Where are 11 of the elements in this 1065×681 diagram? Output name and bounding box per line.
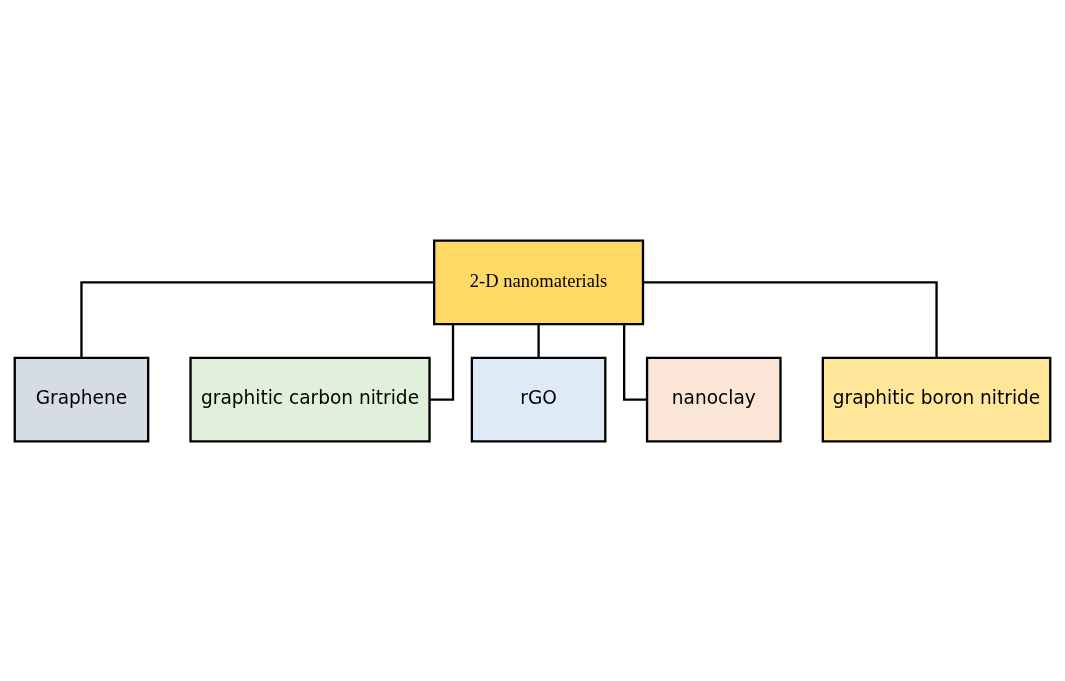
node-box: Graphene — [13, 356, 150, 443]
node-box: graphitic boron nitride — [821, 356, 1052, 443]
node-box: rGO — [470, 356, 607, 443]
connector — [537, 323, 540, 357]
connector — [80, 280, 434, 358]
connector — [623, 323, 647, 401]
node-box: 2-D nanomaterials — [433, 239, 645, 325]
node-box: graphitic carbon nitride — [189, 356, 431, 443]
node-box: nanoclay — [645, 356, 782, 443]
connector — [429, 323, 455, 401]
connector — [643, 280, 938, 358]
